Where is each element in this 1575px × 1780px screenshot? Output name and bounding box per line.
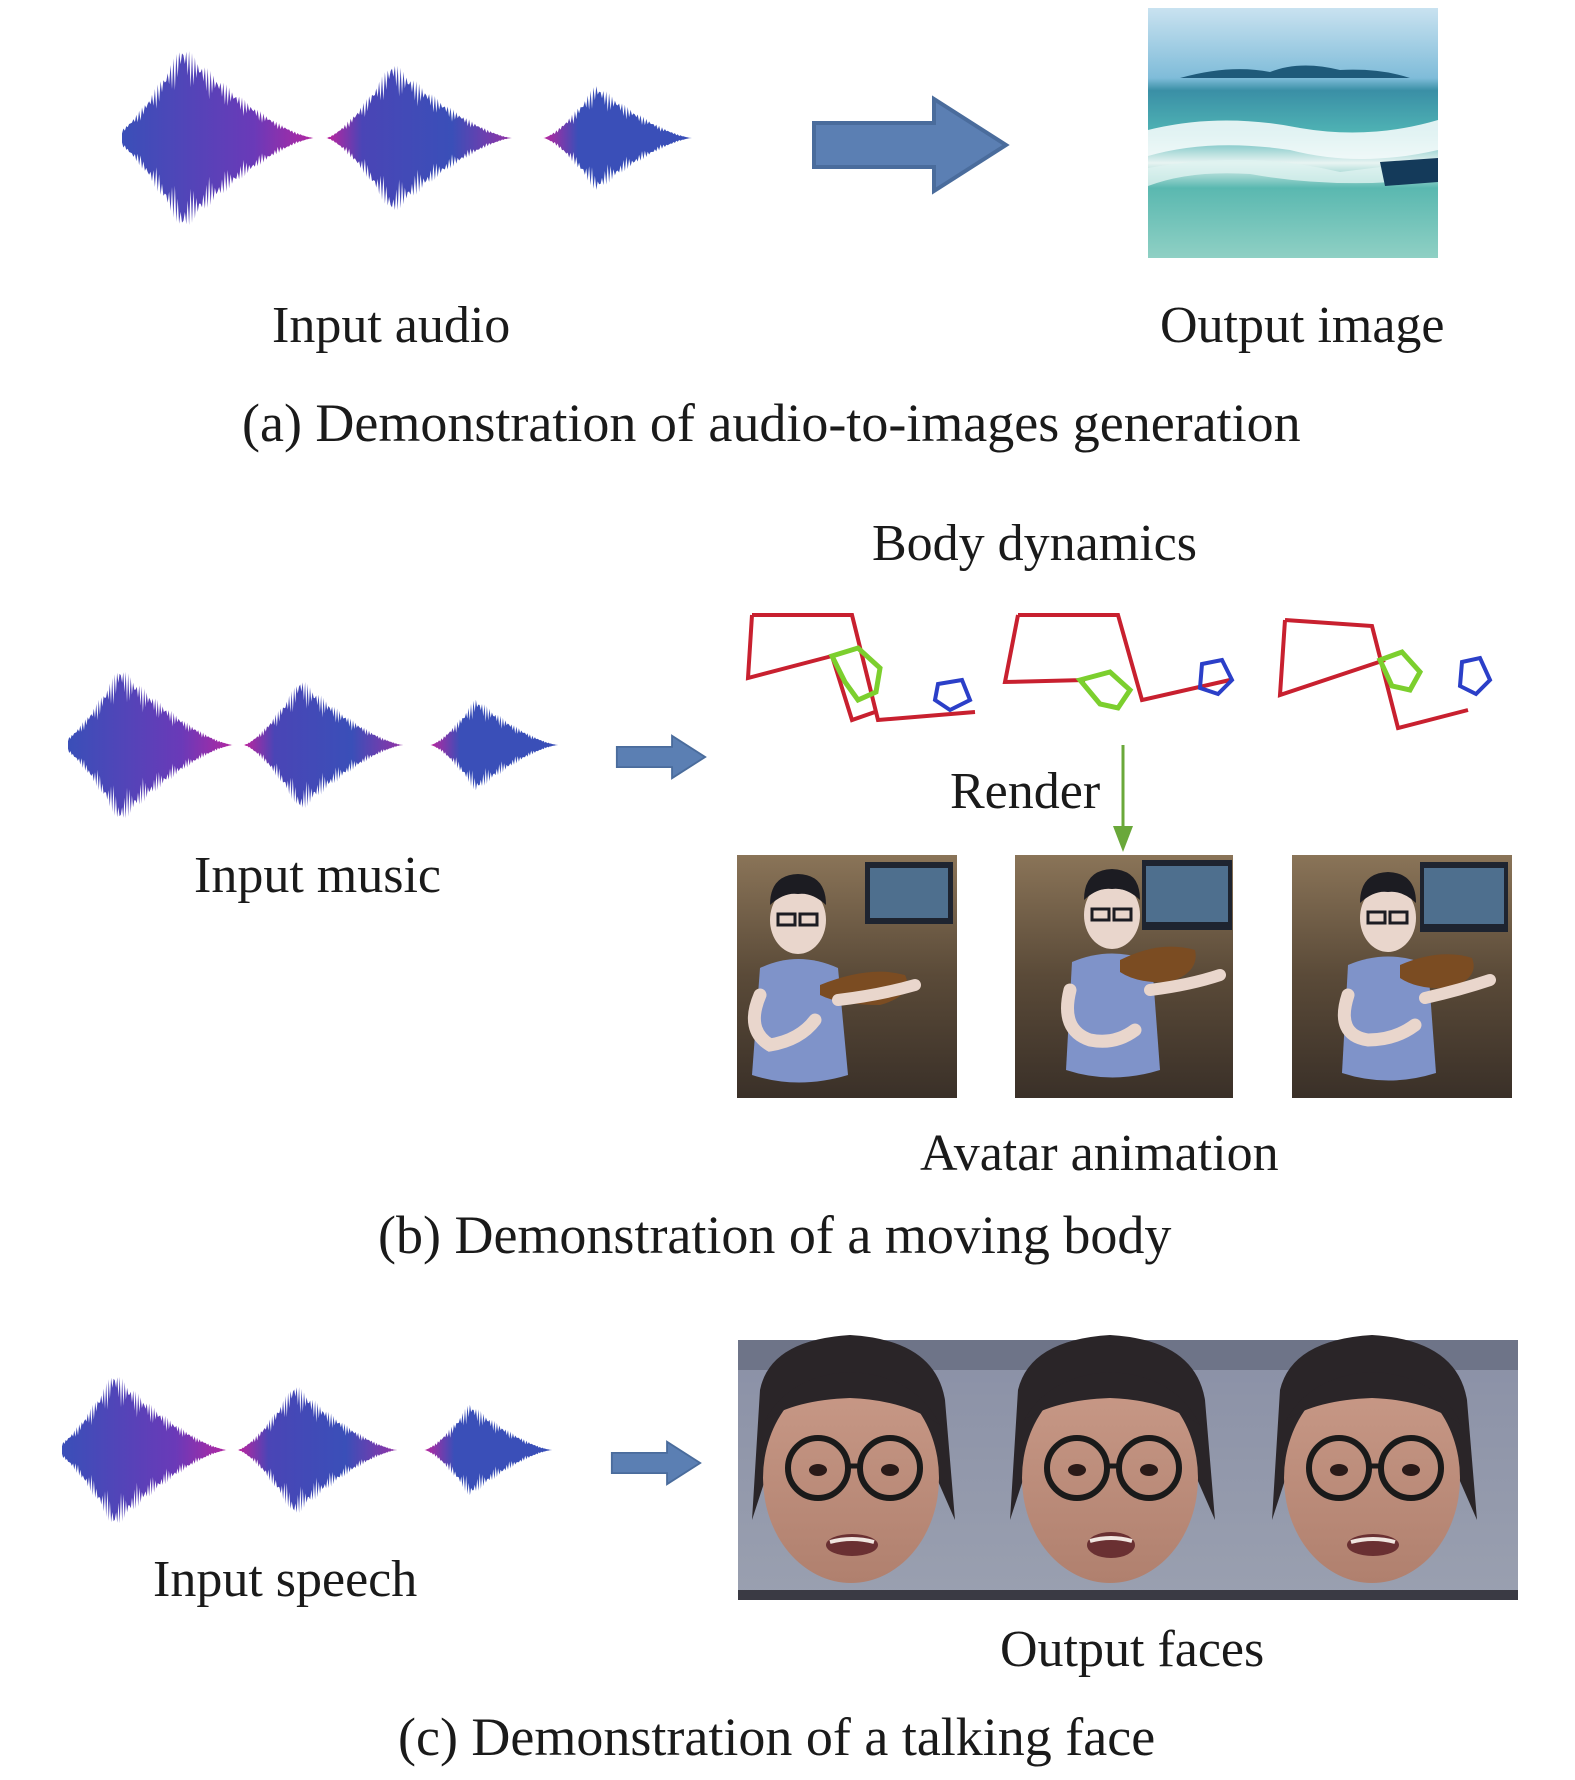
input-music-label: Input music <box>194 847 441 904</box>
caption-a: (a) Demonstration of audio-to-images gen… <box>242 393 1301 453</box>
arrow-b-icon <box>615 734 707 780</box>
body-skeleton-1 <box>745 613 976 723</box>
face-frame-2 <box>996 1335 1258 1600</box>
body-skeleton-3 <box>1277 618 1493 731</box>
body-skeleton-2 <box>1002 613 1235 711</box>
input-music-waveform <box>68 671 584 819</box>
output-faces-label: Output faces <box>1000 1621 1265 1678</box>
input-audio-waveform <box>122 51 722 225</box>
arrow-a-icon <box>814 99 1006 191</box>
avatar-animation-label: Avatar animation <box>920 1125 1279 1182</box>
caption-b: (b) Demonstration of a moving body <box>378 1205 1172 1265</box>
arrow-c-icon <box>610 1440 702 1486</box>
caption-c: (c) Demonstration of a talking face <box>398 1707 1156 1767</box>
input-audio-label: Input audio <box>272 297 511 354</box>
avatar-frame-1 <box>737 855 957 1098</box>
face-frame-1 <box>738 1335 996 1600</box>
input-speech-label: Input speech <box>153 1551 418 1608</box>
output-image-label: Output image <box>1160 297 1445 354</box>
output-ocean-image <box>1148 8 1438 258</box>
avatar-frame-2 <box>1015 855 1233 1098</box>
body-dynamics-label: Body dynamics <box>872 515 1197 572</box>
render-label: Render <box>950 763 1101 820</box>
render-down-arrow-icon <box>1113 745 1133 852</box>
face-frame-3 <box>1258 1335 1518 1600</box>
avatar-frame-3 <box>1292 855 1512 1098</box>
input-speech-waveform <box>62 1376 578 1524</box>
